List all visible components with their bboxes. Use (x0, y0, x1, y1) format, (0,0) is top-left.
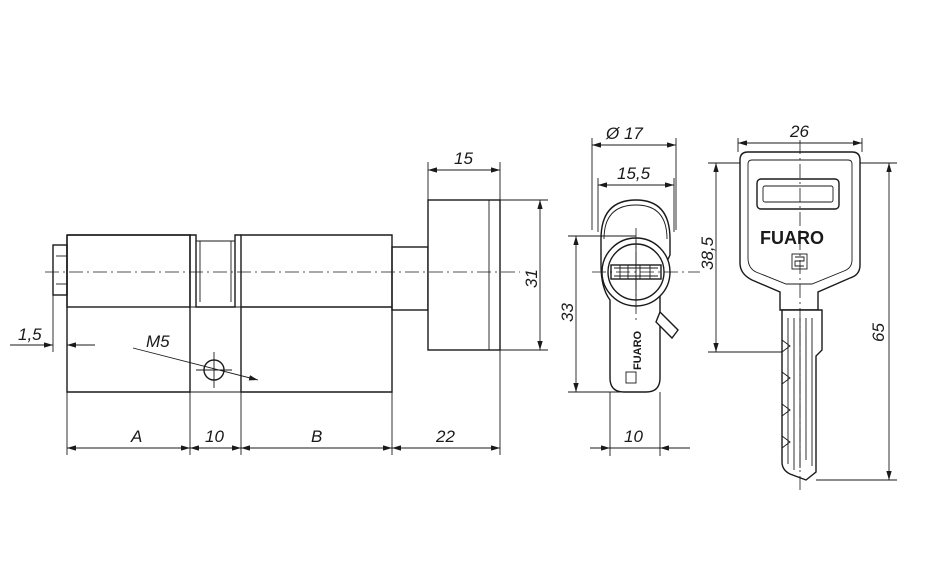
dim-65-label: 65 (869, 323, 888, 342)
dim-22-label: 22 (435, 427, 455, 446)
dim-screw-label: M5 (146, 332, 170, 351)
dim-15-5-label: 15,5 (617, 164, 651, 183)
dim-side-10-label: 10 (624, 427, 643, 446)
knob-shaft (391, 246, 429, 311)
cam-slot (190, 234, 241, 308)
key-window (756, 178, 840, 210)
dim-15-label: 15 (454, 149, 473, 168)
left-plug (66, 234, 191, 308)
key-logo-icon (791, 253, 808, 270)
dim-26-label: 26 (789, 122, 809, 141)
dim-38-5-label: 38,5 (698, 236, 717, 270)
dim-a-label: A (130, 427, 142, 446)
key-brand-text: FUARO (760, 228, 824, 248)
dim-31-label: 31 (522, 269, 541, 288)
dim-33-label: 33 (558, 303, 577, 322)
left-end-plug (52, 244, 68, 296)
right-cylinder-body (240, 234, 393, 393)
left-cylinder-body (66, 234, 191, 393)
dim-diameter-label: Ø 17 (605, 124, 643, 143)
cam-tab (655, 310, 679, 340)
dim-10-label: 10 (205, 427, 224, 446)
thumb-turn-knob (427, 199, 501, 351)
side-view: FUARO Ø 17 15,5 33 10 (558, 124, 700, 456)
dim-b-label: B (311, 427, 322, 446)
dim-offset-label: 1,5 (18, 325, 42, 344)
side-brand-text: FUARO (632, 330, 644, 370)
key-view: FUARO 26 38,5 65 (698, 122, 897, 490)
front-view: 1,5 M5 A 10 B 22 15 31 (10, 149, 548, 455)
